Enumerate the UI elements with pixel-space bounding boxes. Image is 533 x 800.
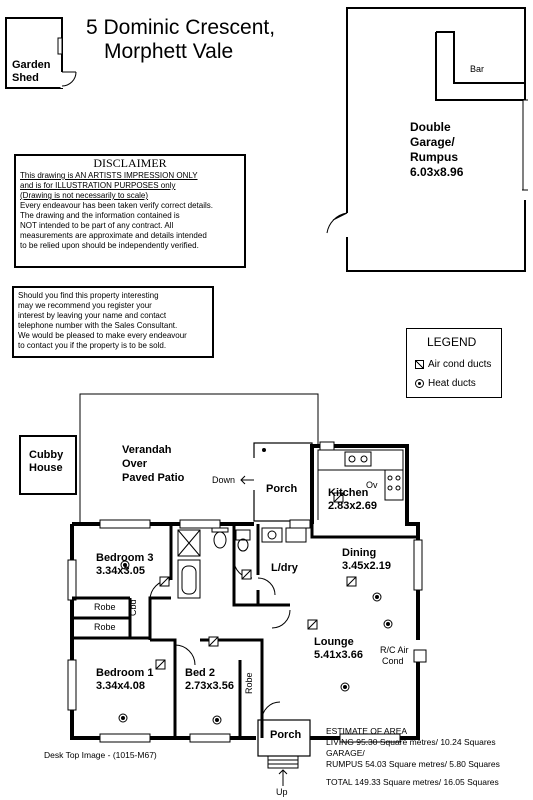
heat-duct-icon [415, 379, 424, 388]
bathroom-fixtures [177, 527, 307, 599]
rc-label-line: R/C Air [380, 645, 409, 655]
estimate-living: LIVING 95.30 Square metres/ 10.24 Square… [326, 737, 496, 747]
interior-walls [72, 524, 418, 738]
cubby-outline [19, 435, 77, 495]
porch-bottom-label: Porch [270, 729, 302, 741]
garage-label-line: Double [410, 120, 451, 134]
lounge-label-line: 5.41x3.66 [314, 649, 363, 661]
address-line-2: Morphett Vale [104, 40, 234, 63]
notice-line: Should you find this property interestin… [18, 291, 159, 300]
legend-heat: Heat ducts [428, 378, 476, 389]
legend-air: Air cond ducts [428, 359, 492, 370]
notice-box: Should you find this property interestin… [12, 286, 214, 358]
kitchen-fixtures [317, 449, 404, 520]
dining-label: Dining 3.45x2.19 [342, 547, 391, 573]
estimate-garage-line2: RUMPUS 54.03 Square metres/ 5.80 Squares [326, 759, 500, 769]
notice-line: telephone number with the Sales Consulta… [18, 321, 178, 330]
verandah-label: Verandah Over Paved Patio [122, 443, 184, 485]
disclaimer-box: DISCLAIMER This drawing is AN ARTISTS IM… [14, 154, 246, 268]
lounge-label-line: Lounge [314, 636, 354, 648]
cbd-label: Cbd [128, 599, 138, 616]
notice-line: We would be pleased to make every endeav… [18, 331, 187, 340]
air-cond-ducts [155, 492, 357, 670]
estimate-garage-line1: GARAGE/ [326, 748, 365, 758]
verandah-label-line: Over [122, 458, 148, 470]
laundry-label: L/dry [271, 562, 298, 574]
disclaimer-line: The drawing and the information containe… [20, 211, 180, 220]
air-cond-icon [415, 360, 424, 369]
windows [67, 441, 423, 743]
porch-bottom-outline [257, 719, 311, 786]
bedroom3-label-line: 3.34x3.05 [96, 565, 145, 577]
garage-label-line: Rumpus [410, 150, 458, 164]
cubby-label: Cubby House [29, 449, 63, 475]
notice-line: to contact you if the property is to be … [18, 341, 167, 350]
garage-outline [326, 7, 528, 272]
disclaimer-line: This drawing is AN ARTISTS IMPRESSION ON… [20, 171, 198, 180]
legend-box: LEGEND Air cond ducts Heat ducts [406, 328, 502, 398]
dining-label-line: 3.45x2.19 [342, 560, 391, 572]
disclaimer-line: and is for ILLUSTRATION PURPOSES only [20, 181, 176, 190]
kitchen-label: Kitchen 2.83x2.69 [328, 487, 377, 513]
bedroom3-label-line: Bedroom 3 [96, 552, 154, 564]
verandah-outline [79, 393, 319, 522]
bed2-label-line: 2.73x3.56 [185, 680, 234, 692]
verandah-label-line: Verandah [122, 444, 172, 456]
down-label: Down [212, 475, 236, 485]
porch-top-outline [240, 442, 313, 522]
disclaimer-line: Every endeavour has been taken verify co… [20, 201, 213, 210]
verandah-label-line: Paved Patio [122, 472, 185, 484]
porch-top-label: Porch [266, 483, 298, 495]
rc-label-line: Cond [382, 656, 404, 666]
rc-label: R/C Air Cond [380, 645, 409, 667]
garden-shed-label-line: Shed [12, 72, 39, 84]
bed2-label: Bed 2 2.73x3.56 [185, 667, 234, 693]
notice-line: interest by leaving your name and contac… [18, 311, 167, 320]
bedroom1-label-line: 3.34x4.08 [96, 680, 145, 692]
notice-line: may we recommend you register your [18, 301, 152, 310]
heat-ducts [118, 560, 393, 725]
estimate-title: ESTIMATE OF AREA [326, 726, 408, 736]
garage-label-line: 6.03x8.96 [410, 165, 464, 179]
kitchen-label-line: 2.83x2.69 [328, 500, 377, 512]
robe3-label: Robe [244, 672, 254, 694]
lounge-label: Lounge 5.41x3.66 [314, 636, 363, 662]
legend-title: LEGEND [427, 335, 477, 349]
bedroom1-label: Bedroom 1 3.34x4.08 [96, 667, 153, 693]
estimate-block: ESTIMATE OF AREA LIVING 95.30 Square met… [326, 726, 531, 788]
garden-shed-label-line: Garden [12, 59, 51, 71]
disclaimer-line: NOT intended to be part of any contract.… [20, 221, 174, 230]
robe1-label: Robe [94, 602, 116, 612]
disclaimer-line: (Drawing is not necessarily to scale) [20, 191, 149, 200]
oven-label: Ov [366, 480, 378, 490]
footer-image-id: Desk Top Image - (1015-M67) [44, 750, 157, 760]
disclaimer-heading: DISCLAIMER [93, 156, 167, 170]
estimate-total: TOTAL 149.33 Square metres/ 16.05 Square… [326, 777, 499, 787]
bedroom1-label-line: Bedroom 1 [96, 667, 154, 679]
garden-shed-outline [5, 17, 77, 89]
disclaimer-line: to be relied upon should be independentl… [20, 241, 199, 250]
rc-unit [413, 649, 427, 663]
garage-label: Double Garage/ Rumpus 6.03x8.96 [410, 120, 463, 180]
cubby-label-line: House [29, 462, 63, 474]
up-label: Up [276, 787, 288, 797]
garden-shed-label: Garden Shed [12, 59, 51, 85]
robe2-label: Robe [94, 622, 116, 632]
bed2-label-line: Bed 2 [185, 667, 215, 679]
disclaimer-line: measurements are approximate and details… [20, 231, 207, 240]
address-line-1: 5 Dominic Crescent, [86, 16, 276, 39]
bar-label: Bar [470, 64, 485, 74]
bedroom3-label: Bedroom 3 3.34x3.05 [96, 552, 153, 578]
dining-label-line: Dining [342, 547, 377, 559]
address-title: 5 Dominic Crescent, Morphett Vale [86, 16, 326, 64]
cubby-label-line: Cubby [29, 449, 64, 461]
kitchen-label-line: Kitchen [328, 487, 369, 499]
garage-label-line: Garage/ [410, 135, 455, 149]
